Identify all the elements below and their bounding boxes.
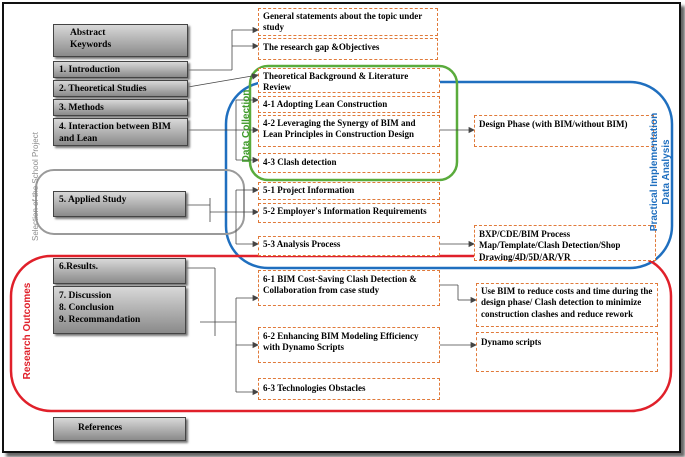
bxp-tools-box: BXP/CDE/BIM Process Map/Template/Clash D… bbox=[474, 225, 656, 262]
data-collection-region bbox=[248, 64, 459, 182]
research-gap-box: The research gap &Objectives bbox=[258, 38, 438, 60]
analysis-process-label: 5-3 Analysis Process bbox=[263, 239, 341, 249]
employer-requirements-box: 5-2 Employer's Information Requirements bbox=[258, 203, 440, 223]
introduction-box: 1. Introduction bbox=[53, 61, 188, 78]
data-analysis-label: Data Analysis bbox=[661, 139, 672, 205]
cost-saving-label: 6-1 BIM Cost-Saving Clash Detection & Co… bbox=[263, 274, 417, 296]
employer-requirements-label: 5-2 Employer's Information Requirements bbox=[263, 206, 427, 216]
technologies-obstacles-label: 6-3 Technologies Obstacles bbox=[263, 383, 366, 393]
discussion-label: 7. Discussion bbox=[59, 291, 112, 301]
project-information-box: 5-1 Project Information bbox=[258, 182, 440, 200]
dynamo-efficiency-box: 6-2 Enhancing BIM Modeling Efficiency wi… bbox=[258, 327, 440, 363]
bim-lean-synergy-box: 4-2 Leveraging the Synergy of BIM and Le… bbox=[258, 115, 440, 147]
analysis-process-box: 5-3 Analysis Process bbox=[258, 236, 440, 256]
bim-lean-synergy-label: 4-2 Leveraging the Synergy of BIM and Le… bbox=[263, 118, 416, 140]
project-information-label: 5-1 Project Information bbox=[263, 185, 355, 195]
keywords-label: Keywords bbox=[70, 39, 112, 50]
methods-label: 3. Methods bbox=[59, 103, 104, 113]
conclusion-label: 8. Conclusion bbox=[59, 302, 114, 313]
design-phase-label: Design Phase (with BIM/without BIM) bbox=[479, 119, 628, 129]
results-label: 6.Results. bbox=[59, 262, 99, 272]
theoretical-studies-label: 2. Theoretical Studies bbox=[59, 84, 147, 94]
clash-detection-box: 4-3 Clash detection bbox=[258, 153, 440, 173]
data-collection-label: Data Collection bbox=[241, 89, 252, 163]
introduction-label: 1. Introduction bbox=[59, 65, 121, 75]
practical-implementation-label: Practical Implementation bbox=[649, 112, 660, 232]
theoretical-background-label: Theoretical Background & Literature Revi… bbox=[263, 71, 409, 93]
research-outcomes-region bbox=[9, 254, 673, 413]
methods-box: 3. Methods bbox=[53, 99, 188, 116]
interaction-box: 4. Interaction between BIM and Lean bbox=[53, 118, 188, 146]
applied-study-label: 5. Applied Study bbox=[59, 195, 127, 205]
dynamo-efficiency-label: 6-2 Enhancing BIM Modeling Efficiency wi… bbox=[263, 331, 419, 353]
cost-saving-box: 6-1 BIM Cost-Saving Clash Detection & Co… bbox=[258, 270, 440, 306]
results-box: 6.Results. bbox=[53, 258, 186, 284]
discussion-box: 7. Discussion 8. Conclusion 9. Recommand… bbox=[53, 286, 186, 334]
references-box: References bbox=[53, 417, 186, 441]
applied-study-box: 5. Applied Study bbox=[53, 191, 186, 217]
theoretical-studies-box: 2. Theoretical Studies bbox=[53, 80, 188, 97]
data-analysis-region bbox=[224, 80, 674, 270]
research-outcomes-label: Research Outcomes bbox=[22, 282, 33, 380]
clash-detection-label: 4-3 Clash detection bbox=[263, 157, 337, 167]
theoretical-background-box: Theoretical Background & Literature Revi… bbox=[258, 68, 440, 93]
design-phase-box: Design Phase (with BIM/without BIM) bbox=[474, 115, 654, 147]
interaction-label: 4. Interaction between BIM and Lean bbox=[59, 122, 171, 144]
recommendation-label: 9. Recommandation bbox=[59, 314, 141, 325]
lean-construction-box: 4-1 Adopting Lean Construction bbox=[258, 96, 440, 113]
cost-reduction-label: Use BIM to reduce costs and time during … bbox=[481, 286, 653, 319]
general-statements-box: General statements about the topic under… bbox=[258, 8, 438, 36]
abstract-label: Abstract bbox=[70, 28, 106, 38]
selection-school-text: Selection of the School Project bbox=[31, 132, 40, 241]
selection-school-label-1: Selection of the School Project bbox=[31, 132, 43, 241]
abstract-keywords-box: Abstract Keywords bbox=[53, 24, 188, 57]
references-label: References bbox=[78, 423, 123, 433]
dynamo-scripts-label: Dynamo scripts bbox=[481, 337, 542, 347]
school-project-region bbox=[35, 169, 245, 235]
bxp-tools-label: BXP/CDE/BIM Process Map/Template/Clash D… bbox=[479, 229, 621, 262]
general-statements-label: General statements about the topic under… bbox=[263, 11, 423, 33]
cost-reduction-box: Use BIM to reduce costs and time during … bbox=[476, 283, 658, 327]
dynamo-scripts-box: Dynamo scripts bbox=[476, 332, 658, 372]
lean-construction-label: 4-1 Adopting Lean Construction bbox=[263, 99, 388, 109]
research-gap-label: The research gap &Objectives bbox=[263, 42, 380, 52]
technologies-obstacles-box: 6-3 Technologies Obstacles bbox=[258, 378, 440, 400]
